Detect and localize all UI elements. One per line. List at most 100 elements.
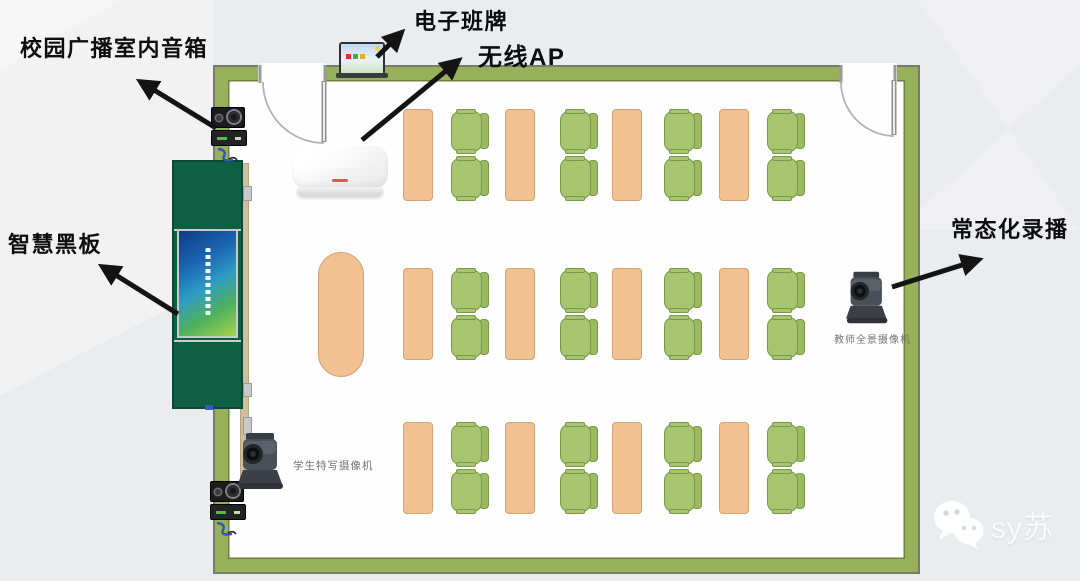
- chair-seat: [664, 315, 695, 360]
- wireless-ap-device: [292, 146, 388, 188]
- chair-seat: [767, 469, 798, 514]
- student-chair: [451, 109, 489, 154]
- class-sign-screen: [341, 44, 383, 73]
- chair-seat: [767, 422, 798, 467]
- student-chair: [767, 422, 805, 467]
- student-chair: [767, 109, 805, 154]
- sun-icon: [375, 46, 380, 51]
- cable-icon: [216, 521, 237, 536]
- chair-seat: [664, 469, 695, 514]
- student-camera-caption: 学生特写摄像机: [293, 460, 374, 472]
- teacher-panorama-camera: [846, 270, 892, 330]
- app-icon: [360, 54, 365, 59]
- label-normalized-recording: 常态化录播: [951, 217, 1069, 242]
- ptz-camera-icon: [238, 433, 283, 489]
- student-desk: [403, 422, 433, 514]
- chair-seat: [664, 268, 695, 313]
- chair-seat: [560, 109, 591, 154]
- chair-seat: [560, 268, 591, 313]
- student-desk: [403, 268, 433, 360]
- chair-seat: [767, 156, 798, 201]
- app-icon: [353, 54, 358, 59]
- student-chair: [560, 268, 598, 313]
- student-chair: [767, 156, 805, 201]
- door-opening-left: [258, 63, 326, 83]
- blackboard-divider: [174, 340, 241, 342]
- wechat-icon: [934, 501, 984, 549]
- chair-seat: [664, 422, 695, 467]
- cable-icon: [217, 147, 238, 162]
- label-wireless-ap: 无线AP: [478, 44, 566, 71]
- chair-seat: [451, 469, 482, 514]
- chair-seat: [451, 422, 482, 467]
- student-chair: [560, 422, 598, 467]
- cable-marker: [205, 405, 213, 410]
- watermark-text: sy苏: [991, 512, 1054, 545]
- blackboard-screen: [177, 229, 238, 338]
- teacher-camera-caption: 教师全景摄像机: [834, 335, 911, 346]
- arrow-to-blackboard-label: [97, 263, 180, 317]
- chair-seat: [560, 469, 591, 514]
- electronic-class-sign: [339, 42, 385, 75]
- label-smart-blackboard: 智慧黑板: [8, 232, 103, 257]
- chair-seat: [560, 156, 591, 201]
- student-chair: [664, 422, 702, 467]
- student-chair: [767, 469, 805, 514]
- speaker-box-icon: [211, 107, 245, 128]
- student-desk: [612, 109, 642, 201]
- student-chair: [664, 156, 702, 201]
- student-chair: [664, 109, 702, 154]
- broadcast-speaker-top: [211, 107, 247, 164]
- student-chair: [664, 469, 702, 514]
- student-chair: [664, 268, 702, 313]
- wall-mounted-box: [243, 383, 252, 397]
- ptz-camera-icon: [846, 271, 888, 324]
- student-chair: [560, 469, 598, 514]
- chair-seat: [560, 422, 591, 467]
- chair-seat: [451, 156, 482, 201]
- amplifier-box-icon: [210, 504, 246, 520]
- chair-seat: [560, 315, 591, 360]
- teacher-podium: [318, 252, 364, 377]
- student-chair: [451, 469, 489, 514]
- student-chair: [664, 315, 702, 360]
- student-chair: [560, 156, 598, 201]
- wall-mounted-box: [243, 186, 252, 201]
- student-desk: [505, 268, 535, 360]
- chair-seat: [664, 109, 695, 154]
- chair-seat: [451, 268, 482, 313]
- student-chair: [451, 422, 489, 467]
- student-desk: [719, 422, 749, 514]
- student-chair: [560, 315, 598, 360]
- app-icon: [346, 54, 351, 59]
- student-chair: [767, 268, 805, 313]
- speaker-box-icon: [210, 481, 244, 502]
- student-desk: [612, 268, 642, 360]
- wireless-ap-base: [297, 187, 383, 196]
- student-chair: [560, 109, 598, 154]
- chair-seat: [664, 156, 695, 201]
- chair-seat: [767, 268, 798, 313]
- class-sign-base: [336, 73, 388, 78]
- student-desk: [505, 422, 535, 514]
- broadcast-speaker-bottom: [210, 481, 246, 538]
- student-desk: [612, 422, 642, 514]
- chair-seat: [767, 109, 798, 154]
- watermark: sy苏: [933, 500, 1054, 550]
- student-chair: [451, 156, 489, 201]
- student-desk: [719, 268, 749, 360]
- background-facet: [918, 0, 1080, 230]
- student-desk: [505, 109, 535, 201]
- student-desk: [403, 109, 433, 201]
- student-closeup-camera: [238, 432, 288, 495]
- student-desk: [719, 109, 749, 201]
- amplifier-box-icon: [211, 130, 247, 146]
- student-chair: [451, 268, 489, 313]
- chair-seat: [451, 315, 482, 360]
- chair-seat: [451, 109, 482, 154]
- chair-seat: [767, 315, 798, 360]
- label-campus-broadcast-speaker: 校园广播室内音箱: [20, 36, 209, 61]
- student-chair: [767, 315, 805, 360]
- label-electronic-class-sign: 电子班牌: [414, 9, 509, 34]
- arrow-to-speaker-label: [135, 78, 218, 131]
